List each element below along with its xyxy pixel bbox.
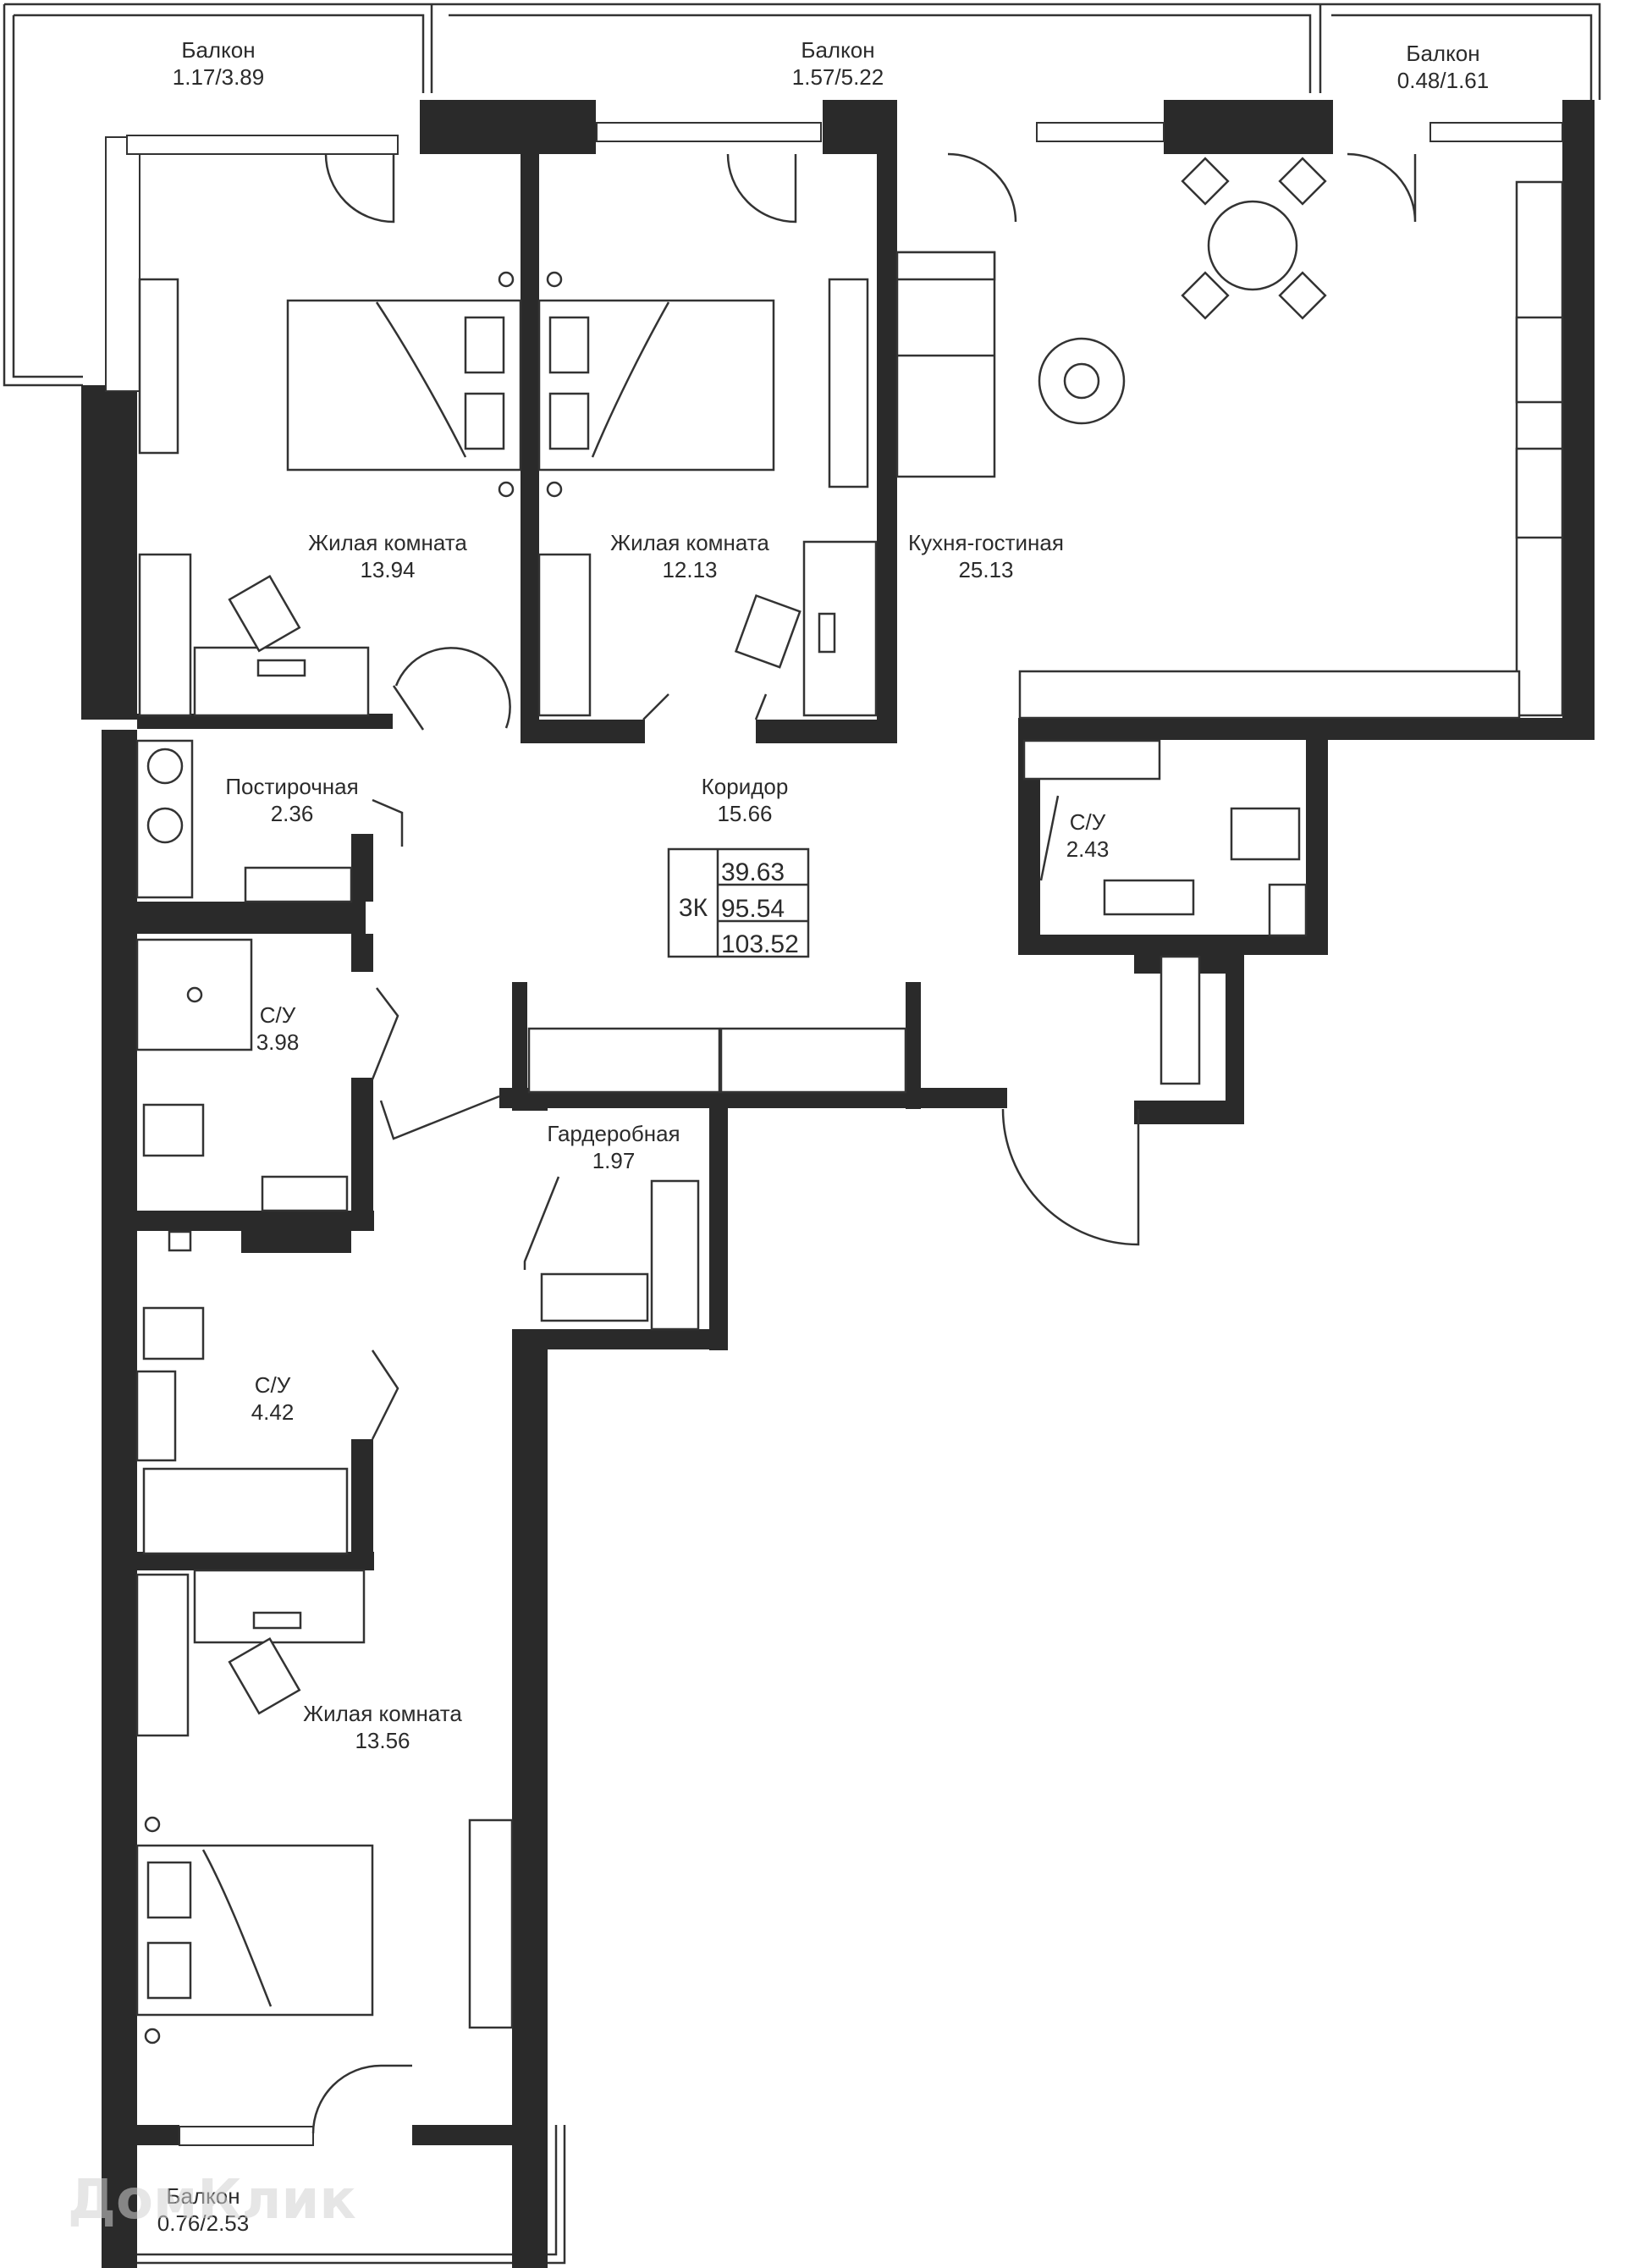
laundry-label: Постирочная [225, 774, 358, 799]
bathroom-2-43-fixtures [1022, 739, 1308, 937]
living-area-value: 39.63 [721, 858, 785, 886]
desk-bedroom-1 [193, 574, 370, 717]
kitchen-living-label: Кухня-гостиная [908, 530, 1064, 555]
balcony-3-label: Балкон [1406, 41, 1479, 66]
corridor-label: Коридор [702, 774, 789, 799]
apartment-summary-box: 3К 39.63 95.54 103.52 [667, 847, 810, 958]
bathroom-1-label: С/У [1070, 809, 1106, 835]
balcony-2-area: 1.57/5.22 [792, 64, 884, 90]
bed-bedroom-1 [286, 271, 522, 498]
balcony-4-area: 0.76/2.53 [157, 2210, 249, 2236]
kitchen-living-area: 25.13 [958, 557, 1013, 582]
wardrobe-bedroom-1 [138, 278, 192, 717]
balcony-1-label: Балкон [181, 37, 255, 63]
bathroom-3-area: 4.42 [251, 1399, 295, 1425]
wardrobe-bedroom-3 [468, 1818, 514, 2029]
bedroom-2-label: Жилая комната [610, 530, 769, 555]
watermark: ДомКлик [68, 2169, 356, 2232]
laundry-appliances [135, 739, 353, 903]
windows [105, 122, 1563, 2146]
bathroom-4-42-fixtures [135, 1230, 349, 1555]
room-labels: Балкон 1.17/3.89 Балкон 1.57/5.22 Балкон… [157, 37, 1489, 2236]
apartment-type: 3К [679, 894, 708, 922]
wardrobe-bedroom-2 [537, 278, 869, 717]
bedroom-3-area: 13.56 [355, 1728, 410, 1753]
total-with-balconies-value: 103.52 [721, 930, 799, 958]
kitchen-counter [1018, 180, 1564, 720]
bathroom-3-98-fixtures [135, 938, 349, 1212]
wardrobes-corridor [527, 955, 1201, 1331]
balcony-2-label: Балкон [801, 37, 874, 63]
dressing-room-area: 1.97 [592, 1148, 636, 1173]
bathroom-1-area: 2.43 [1066, 836, 1110, 862]
corridor-area: 15.66 [717, 801, 772, 826]
bedroom-1-label: Жилая комната [308, 530, 467, 555]
total-area-value: 95.54 [721, 895, 785, 923]
balcony-1-area: 1.17/3.89 [173, 64, 264, 90]
bathroom-2-area: 3.98 [256, 1029, 300, 1055]
balcony-outlines [3, 3, 1601, 2265]
laundry-area: 2.36 [271, 801, 314, 826]
bedroom-3-label: Жилая комната [303, 1701, 462, 1726]
desk-bedroom-2 [734, 540, 878, 717]
dressing-room-label: Гардеробная [547, 1121, 680, 1146]
bed-bedroom-2 [537, 271, 775, 498]
coffee-table [1038, 337, 1126, 425]
dining-table [1181, 157, 1327, 320]
bathroom-3-label: С/У [255, 1372, 291, 1398]
bedroom-2-area: 12.13 [662, 557, 717, 582]
bathroom-2-label: С/У [260, 1002, 296, 1028]
bed-bedroom-3 [135, 1816, 374, 2045]
bedroom-1-area: 13.94 [360, 557, 415, 582]
balcony-3-area: 0.48/1.61 [1397, 68, 1489, 93]
sofa [895, 251, 996, 478]
balcony-4-label: Балкон [166, 2183, 240, 2209]
desk-bedroom-3 [135, 1569, 366, 1737]
doors [311, 152, 1417, 2134]
